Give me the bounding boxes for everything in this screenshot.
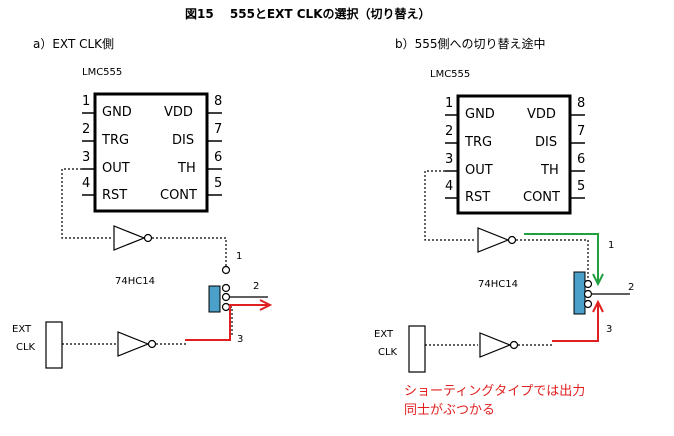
warning-note-line1: ショーティングタイプでは出力	[404, 384, 586, 399]
right-inverter-label: 74HC14	[478, 279, 518, 290]
right-pin-number: 6	[577, 152, 586, 167]
left-pin-number: 1	[82, 94, 91, 109]
left-pin-label: VDD	[164, 105, 193, 120]
left-inverter-bottom	[117, 331, 150, 357]
left-red-arrow	[185, 304, 268, 341]
right-heading: b）555側への切り替え途中	[395, 37, 546, 51]
right-chip-body	[456, 94, 572, 215]
right-clk-label: CLK	[378, 347, 398, 358]
right-pin-number: 4	[445, 179, 454, 194]
left-inverter-top	[113, 225, 146, 251]
left-pin-number: 6	[214, 150, 223, 165]
right-pin-number: 2	[445, 124, 454, 139]
left-pin-label: DIS	[172, 133, 195, 148]
left-out-wire	[61, 168, 112, 239]
left-inverter-label: 74HC14	[115, 276, 155, 287]
right-pin-label: DIS	[535, 135, 558, 150]
right-pin-label: CONT	[523, 190, 560, 205]
right-red-arrow	[552, 304, 599, 342]
right-pin-label: GND	[465, 107, 495, 122]
right-pin-number: 3	[445, 152, 454, 167]
left-pin-label: GND	[102, 105, 132, 120]
left-ext-label: EXT	[12, 324, 32, 335]
right-switch	[573, 271, 586, 315]
left-ext-clk-box	[45, 321, 63, 369]
left-heading: a）EXT CLK側	[33, 37, 115, 51]
right-green-arrow	[524, 233, 599, 282]
left-pin-number: 5	[214, 176, 223, 191]
left-switch	[208, 285, 221, 313]
left-pin-number: 7	[214, 122, 223, 137]
left-circuit	[45, 92, 273, 369]
left-pin-label: OUT	[102, 161, 130, 176]
right-switch-number: 3	[606, 324, 613, 335]
left-pin-number: 3	[82, 150, 91, 165]
left-switch-number: 1	[236, 251, 243, 262]
right-pin-number: 8	[577, 96, 586, 111]
figure-title: 図15 555とEXT CLKの選択（切り替え）	[185, 7, 431, 21]
left-chip-name: LMC555	[82, 67, 123, 78]
right-pin-label: VDD	[527, 107, 556, 122]
right-ext-label: EXT	[374, 329, 394, 340]
right-pin-label: TH	[541, 163, 559, 178]
right-switch-number: 1	[608, 240, 615, 251]
right-ext-clk-box	[408, 325, 426, 373]
right-switch-number: 2	[628, 282, 635, 293]
left-pin-label: CONT	[160, 188, 197, 203]
right-pin-label: TRG	[465, 135, 493, 150]
right-pin-number: 5	[577, 179, 586, 194]
right-chip-name: LMC555	[430, 69, 471, 80]
left-clk-label: CLK	[16, 342, 36, 353]
right-circuit	[408, 94, 630, 373]
left-pin-label: RST	[102, 188, 128, 203]
right-inverter-top	[477, 227, 510, 253]
right-inverter-bottom	[479, 332, 512, 358]
left-pin-number: 4	[82, 176, 91, 191]
left-pin-number: 2	[82, 122, 91, 137]
right-pin-number: 7	[577, 124, 586, 139]
right-pin-label: RST	[465, 190, 491, 205]
left-pin-label: TH	[178, 161, 196, 176]
right-out-wire	[424, 170, 476, 241]
left-chip-body	[93, 92, 209, 213]
warning-note-line2: 同士がぶつかる	[404, 403, 496, 418]
left-switch-number: 3	[237, 334, 244, 345]
left-pin-number: 8	[214, 94, 223, 109]
right-pin-label: OUT	[465, 163, 493, 178]
left-switch-number: 2	[253, 281, 260, 292]
right-pin-number: 1	[445, 96, 454, 111]
left-pin-label: TRG	[102, 133, 130, 148]
